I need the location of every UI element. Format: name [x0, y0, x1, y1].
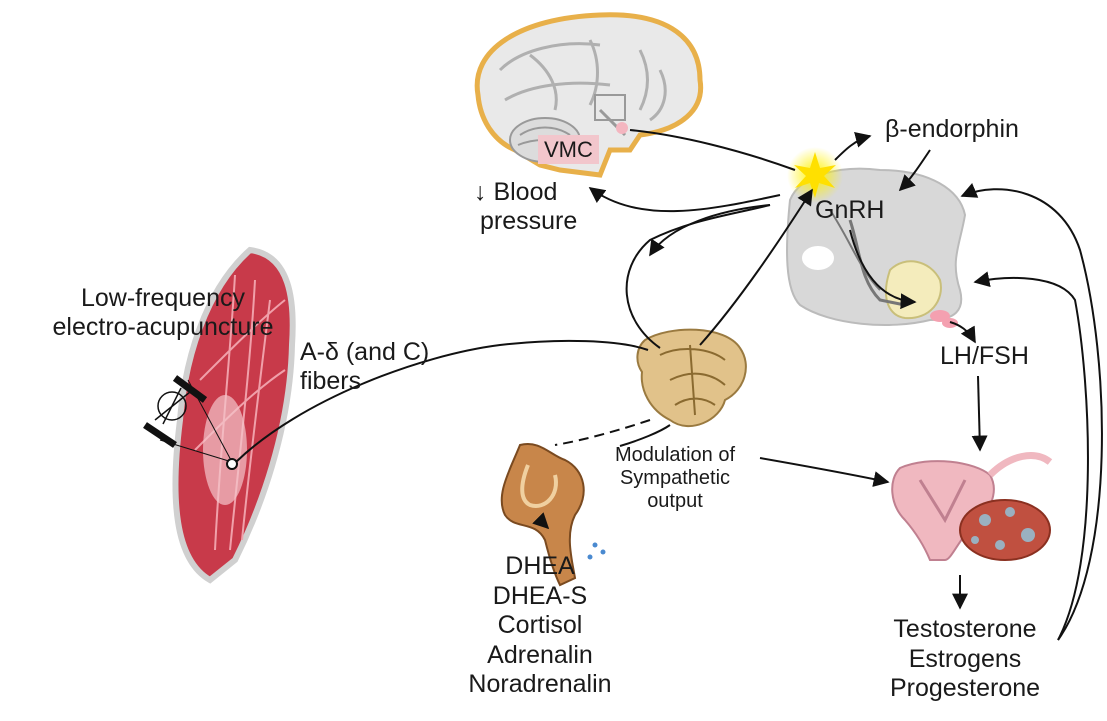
gnrh-label: GnRH — [815, 196, 884, 225]
fibers-label: A-δ (and C) fibers — [300, 338, 429, 396]
vmc-label: VMC — [538, 135, 599, 164]
adrenal-hormone-item: Noradrenalin — [440, 670, 640, 700]
modulation-label: Modulation of Sympathetic output — [595, 444, 755, 513]
modulation-line-1: Modulation of — [595, 444, 755, 467]
adrenal-hormone-item: Cortisol — [440, 611, 640, 641]
adrenal-hormone-item: Adrenalin — [440, 641, 640, 671]
gnrh-to-spinal-arrow — [650, 205, 770, 255]
acupuncture-label: Low-frequency electro-acupuncture — [38, 284, 288, 342]
gonadal-hormone-item: Estrogens — [860, 645, 1070, 675]
acupuncture-line-2: electro-acupuncture — [38, 313, 288, 342]
modulation-line-3: output — [595, 490, 755, 513]
gonadal-hormones-list: Testosterone Estrogens Progesterone — [860, 615, 1070, 704]
modulation-line-2: Sympathetic — [595, 467, 755, 490]
spark-icon — [787, 147, 843, 203]
sympathetic-to-gonads-arrow — [760, 458, 888, 482]
gonadal-hormone-item: Testosterone — [860, 615, 1070, 645]
gonadal-hormone-item: Progesterone — [860, 674, 1070, 704]
fibers-line-1: A-δ (and C) — [300, 338, 429, 367]
adrenal-hormone-item: DHEA — [440, 552, 640, 582]
fiber-path-arrow — [236, 341, 648, 462]
adrenal-hormone-item: DHEA-S — [440, 582, 640, 612]
lh-fsh-label: LH/FSH — [940, 342, 1029, 371]
lhfsh-to-gonads-arrow — [978, 376, 980, 450]
blood-pressure-label: ↓ Blood pressure — [474, 178, 577, 236]
beta-endorphin-arrow — [835, 136, 870, 160]
feedback-outer-arrow — [962, 189, 1102, 640]
acupuncture-line-1: Low-frequency — [38, 284, 288, 313]
blood-pressure-line-2: pressure — [474, 207, 577, 236]
blood-pressure-line-1: ↓ Blood — [474, 178, 577, 207]
adrenal-hormones-list: DHEA DHEA-S Cortisol Adrenalin Noradrena… — [440, 552, 640, 700]
beta-endorphin-label: β-endorphin — [885, 115, 1019, 144]
spark-to-brain-line — [630, 130, 795, 170]
uterus-ovary-icon — [892, 456, 1050, 560]
fibers-line-2: fibers — [300, 367, 429, 396]
hypothalamus-loop-arrow — [627, 205, 770, 348]
